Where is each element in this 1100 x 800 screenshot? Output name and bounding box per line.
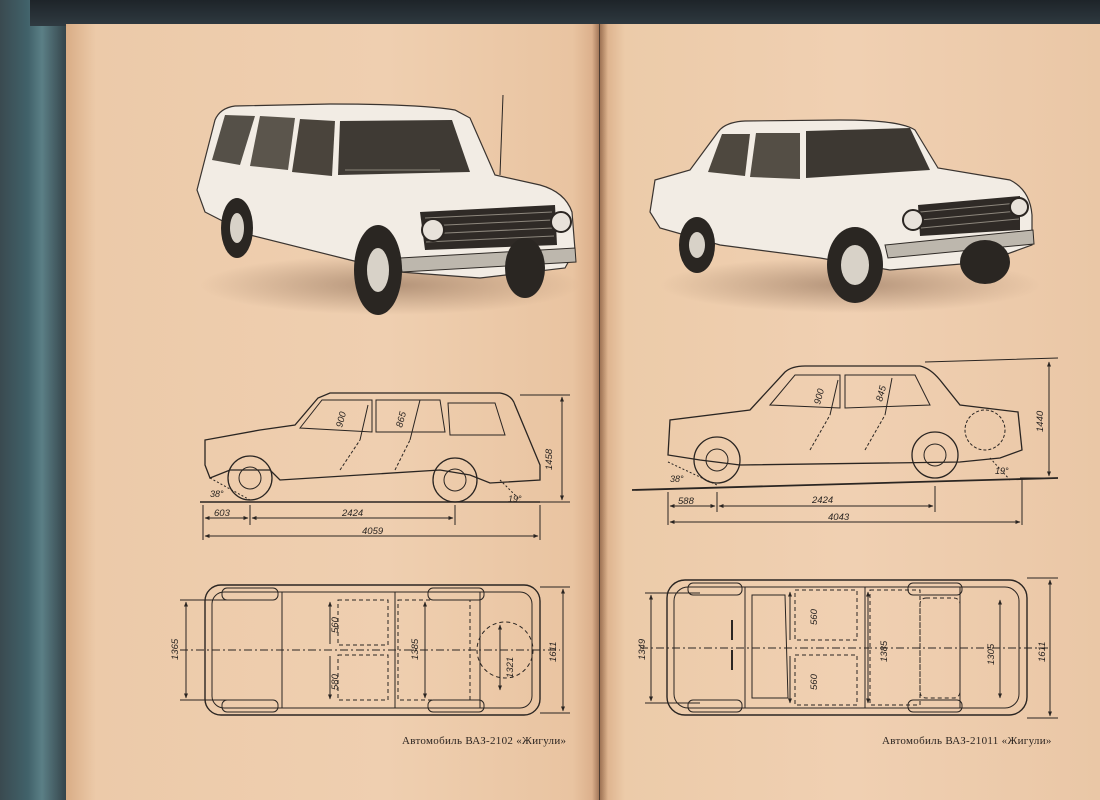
sedan-seat-rear-dim: 845 (874, 384, 889, 403)
wagon-angle-rear: 19° (508, 494, 522, 504)
wagon-top-drawing (180, 584, 570, 716)
sedan-overhang-dim: 588 (678, 496, 695, 507)
sedan-height-dim: 1440 (1035, 410, 1046, 432)
sedan-seat-front-dim: 900 (812, 387, 827, 406)
sedan-rear-track-dim: 1305 (986, 643, 997, 665)
wagon-seat-front-dim: 900 (334, 410, 349, 429)
wagon-height-dim: 1458 (544, 448, 555, 470)
sedan-length-dim: 4043 (828, 512, 850, 523)
wagon-side-drawing (200, 392, 570, 540)
sedan-wheelbase-dim: 2424 (811, 495, 833, 506)
wagon-overhang-dim: 603 (214, 508, 231, 519)
sedan-seat-width-2-dim: 560 (809, 673, 820, 690)
sedan-seat-width-1-dim: 560 (809, 608, 820, 625)
wagon-wheelbase-dim: 2424 (341, 508, 363, 519)
right-page-caption: Автомобиль ВАЗ-21011 «Жигули» (882, 735, 1052, 747)
wagon-length-dim: 4059 (362, 526, 384, 537)
wagon-seat-rear-dim: 865 (394, 410, 409, 429)
wagon-rear-track-dim: 1321 (505, 657, 516, 678)
wagon-overall-width-dim: 1611 (548, 642, 559, 662)
wagon-seat-width-2-dim: 580 (330, 673, 341, 690)
wagon-photo (196, 94, 580, 315)
sedan-angle-rear: 19° (995, 466, 1009, 476)
sedan-photo (649, 119, 1040, 313)
sedan-interior-width-dim: 1385 (879, 640, 890, 662)
book-cover-top (30, 0, 1100, 26)
sedan-front-track-dim: 1349 (637, 638, 648, 660)
sedan-angle-front: 38° (670, 474, 684, 484)
sedan-side-drawing (631, 357, 1059, 525)
left-page-caption: Автомобиль ВАЗ-2102 «Жигули» (402, 735, 567, 747)
wagon-front-track-dim: 1365 (170, 638, 181, 660)
book-gutter (592, 24, 608, 800)
sedan-overall-width-dim: 1611 (1037, 642, 1048, 662)
sedan-top-drawing (640, 577, 1058, 719)
book-cover-edge (0, 0, 70, 800)
wagon-interior-width-dim: 1385 (410, 638, 421, 660)
wagon-angle-front: 38° (210, 489, 224, 499)
wagon-seat-width-1-dim: 560 (330, 616, 341, 633)
